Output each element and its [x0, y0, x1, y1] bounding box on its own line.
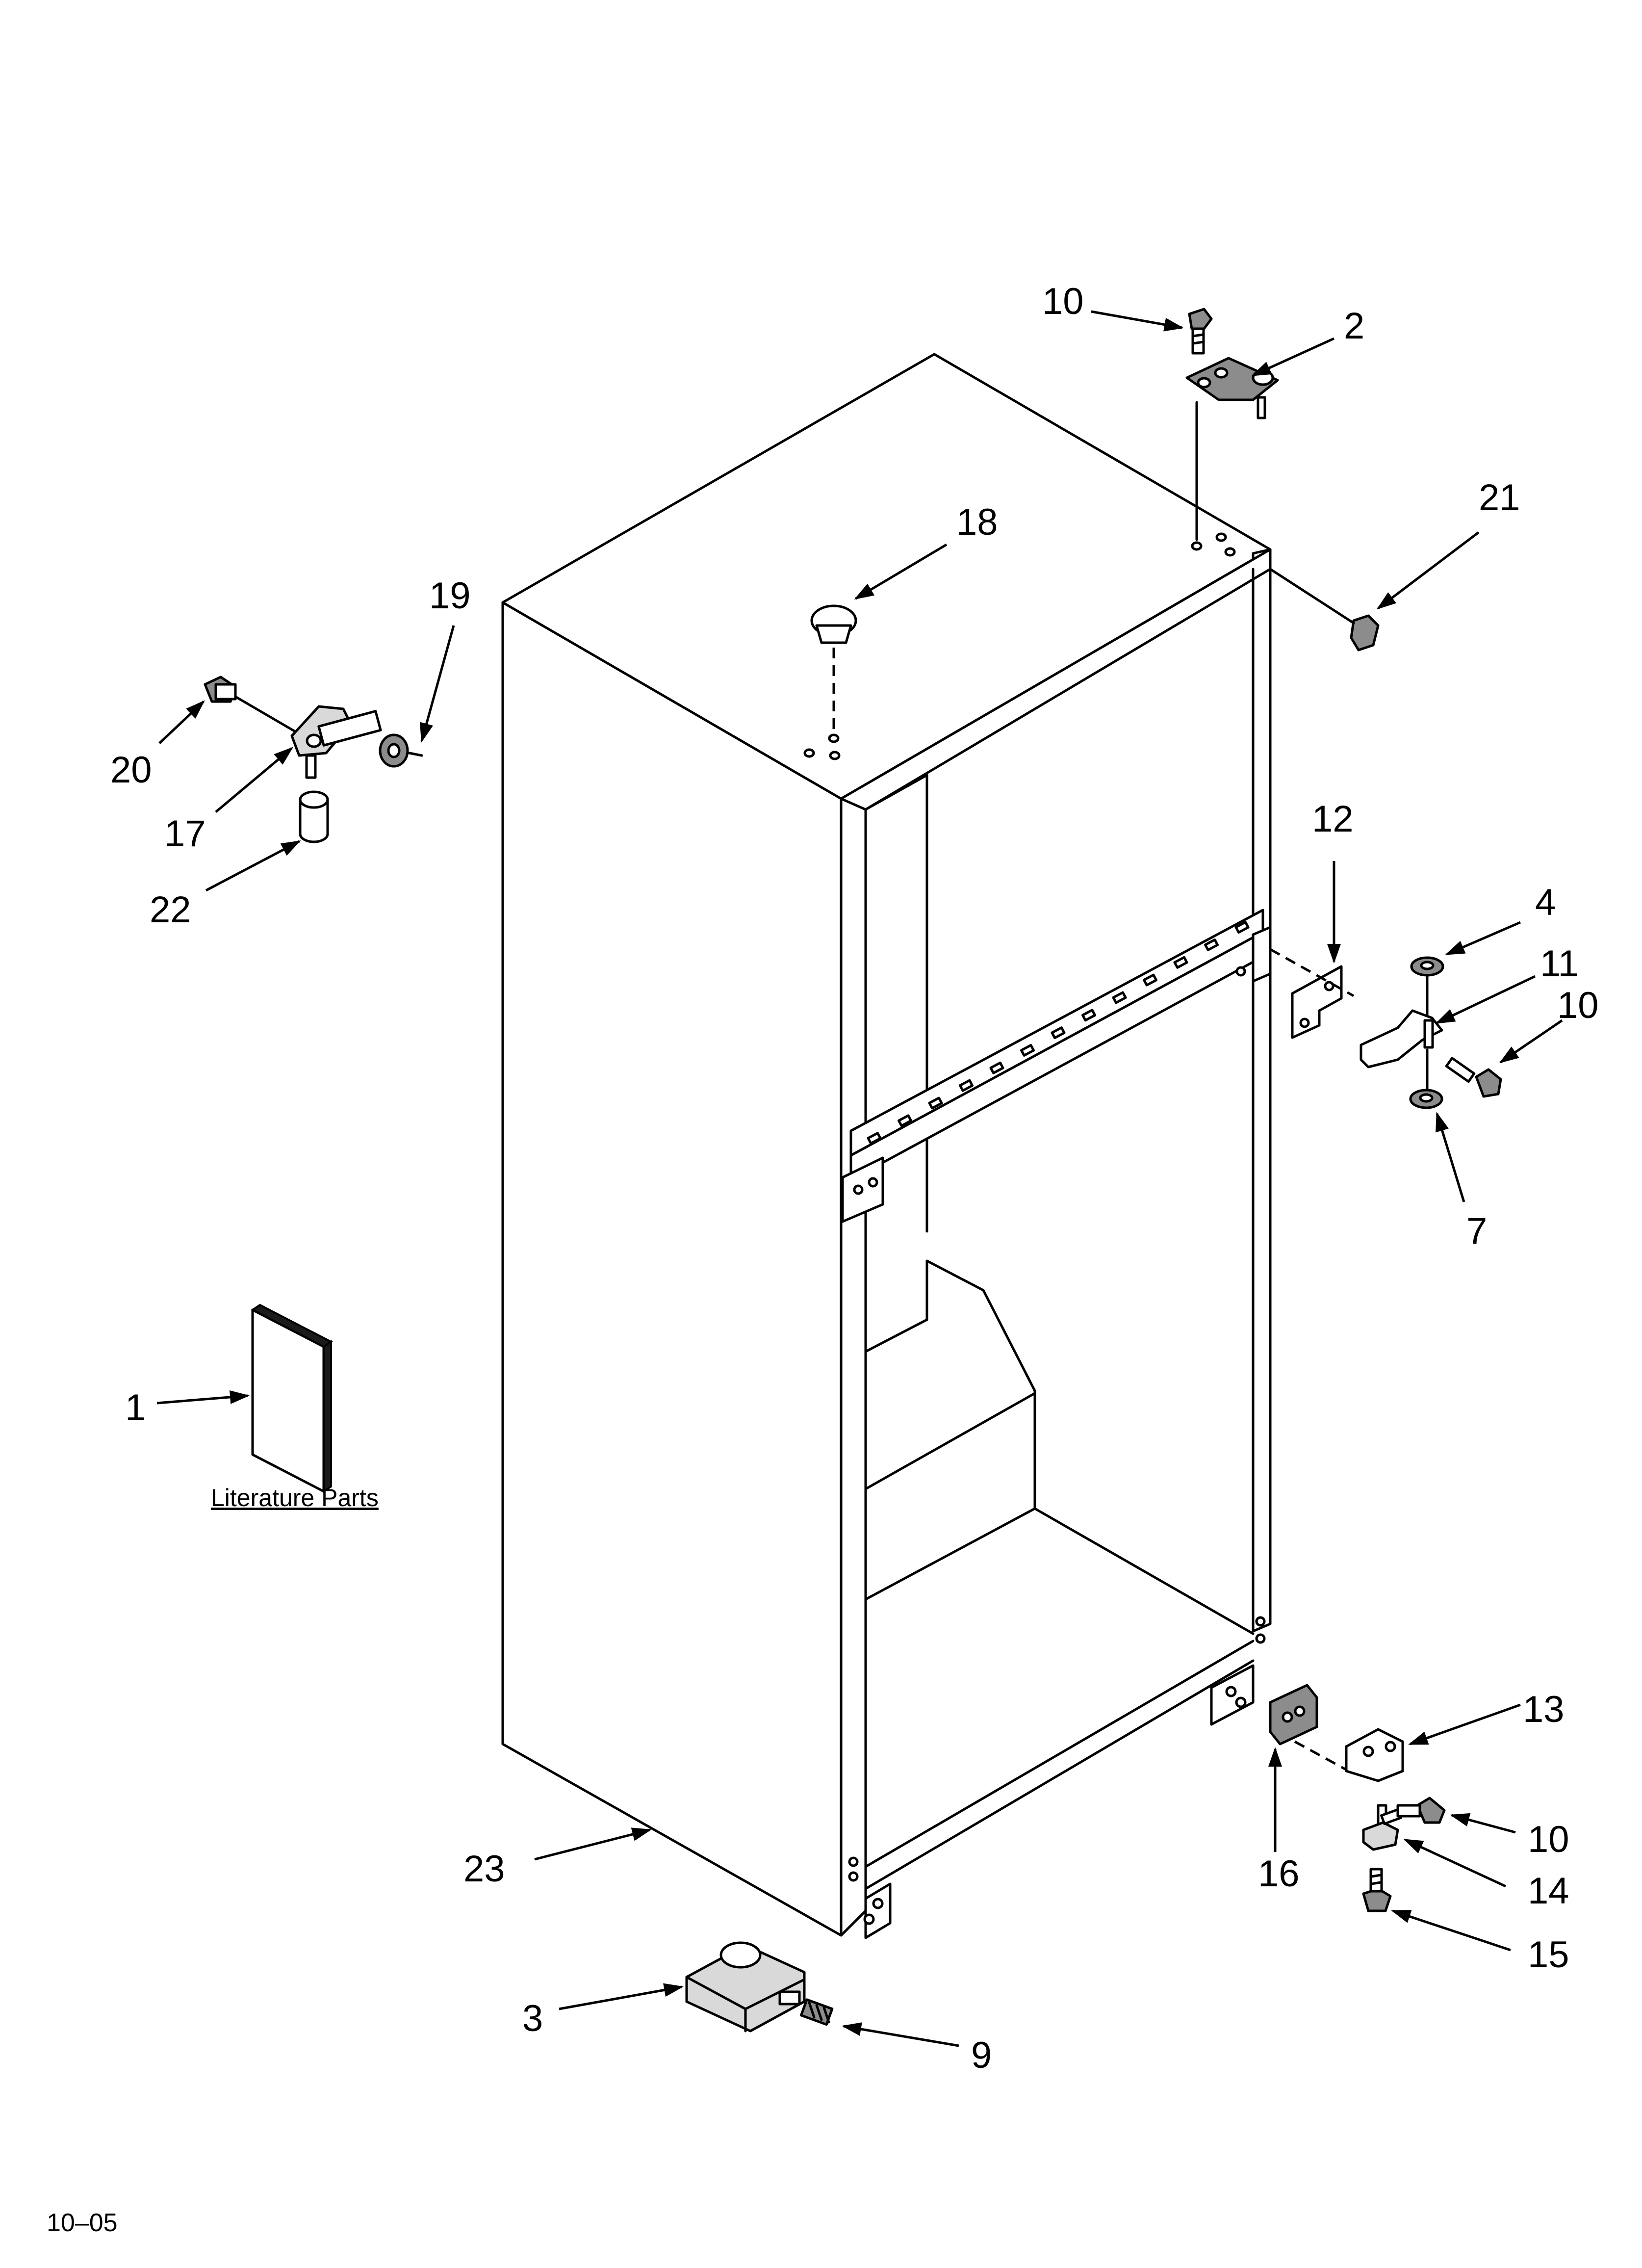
rail-slot	[867, 1132, 882, 1145]
center-hinge-assembly	[1269, 948, 1502, 1109]
bottom-hinge-assembly	[1269, 1684, 1446, 1912]
callout-10-bottom-screw: 10	[1528, 1819, 1569, 1860]
callout-17: 17	[164, 813, 206, 855]
callout-18-plug-button: 18	[956, 501, 998, 543]
callout-11: 11	[1540, 943, 1579, 985]
callout-leaders	[156, 310, 1563, 2047]
callout-9: 9	[971, 2034, 992, 2076]
cabinet-shell	[501, 353, 1272, 1939]
door-stop-roller-assembly	[204, 676, 423, 843]
rail-slot	[1081, 1009, 1097, 1022]
rail-slot	[1143, 973, 1158, 987]
top-hinge-cover	[1269, 568, 1380, 652]
callout-4: 4	[1535, 882, 1556, 923]
literature-parts-label: Literature Parts	[211, 1484, 379, 1512]
callout-23-cabinet: 23	[463, 1848, 505, 1890]
callout-13: 13	[1523, 1689, 1565, 1730]
callout-14: 14	[1528, 1870, 1569, 1912]
callout-19: 19	[429, 575, 471, 617]
rail-slot	[959, 1079, 974, 1092]
callout-7: 7	[1466, 1210, 1487, 1252]
callout-10-top-screw: 10	[1042, 281, 1084, 322]
rail-slot	[1204, 938, 1219, 951]
rail-slot	[1051, 1026, 1066, 1040]
cabinet-left-side	[501, 601, 843, 1937]
callout-10-center-screw: 10	[1557, 985, 1599, 1026]
leveling-roller-assembly	[685, 1941, 834, 2033]
top-hinge-screw	[1188, 308, 1213, 355]
rail-slot	[928, 1096, 943, 1110]
rail-slot	[1112, 991, 1127, 1004]
callout-16: 16	[1258, 1853, 1300, 1895]
cabinet-right-flange	[1252, 548, 1272, 1633]
rail-slot	[1020, 1044, 1035, 1057]
callout-15: 15	[1528, 1934, 1569, 1976]
rail-slot	[989, 1061, 1004, 1074]
callout-12: 12	[1312, 798, 1354, 840]
center-rail	[841, 909, 1272, 1223]
callout-3-roller: 3	[522, 1998, 543, 2039]
rail-slot	[1173, 956, 1188, 969]
rail-slot	[898, 1114, 913, 1127]
callout-numbers: 10 2 21 18 19 20 17 22 12 4 11 10 7 1 13…	[110, 281, 1599, 2076]
cabinet-plug-button	[810, 604, 857, 733]
rail-slot	[1234, 921, 1250, 934]
callout-1-literature: 1	[125, 1387, 146, 1429]
footer-revision-code: 10–05	[47, 2209, 118, 2237]
callout-20: 20	[110, 749, 152, 791]
cabinet-left-flange	[840, 797, 867, 1937]
literature-parts-booklet	[251, 1303, 333, 1493]
callout-21-hinge-cover: 21	[1479, 477, 1520, 519]
callout-2-top-hinge: 2	[1344, 305, 1364, 347]
callout-22: 22	[150, 889, 191, 931]
